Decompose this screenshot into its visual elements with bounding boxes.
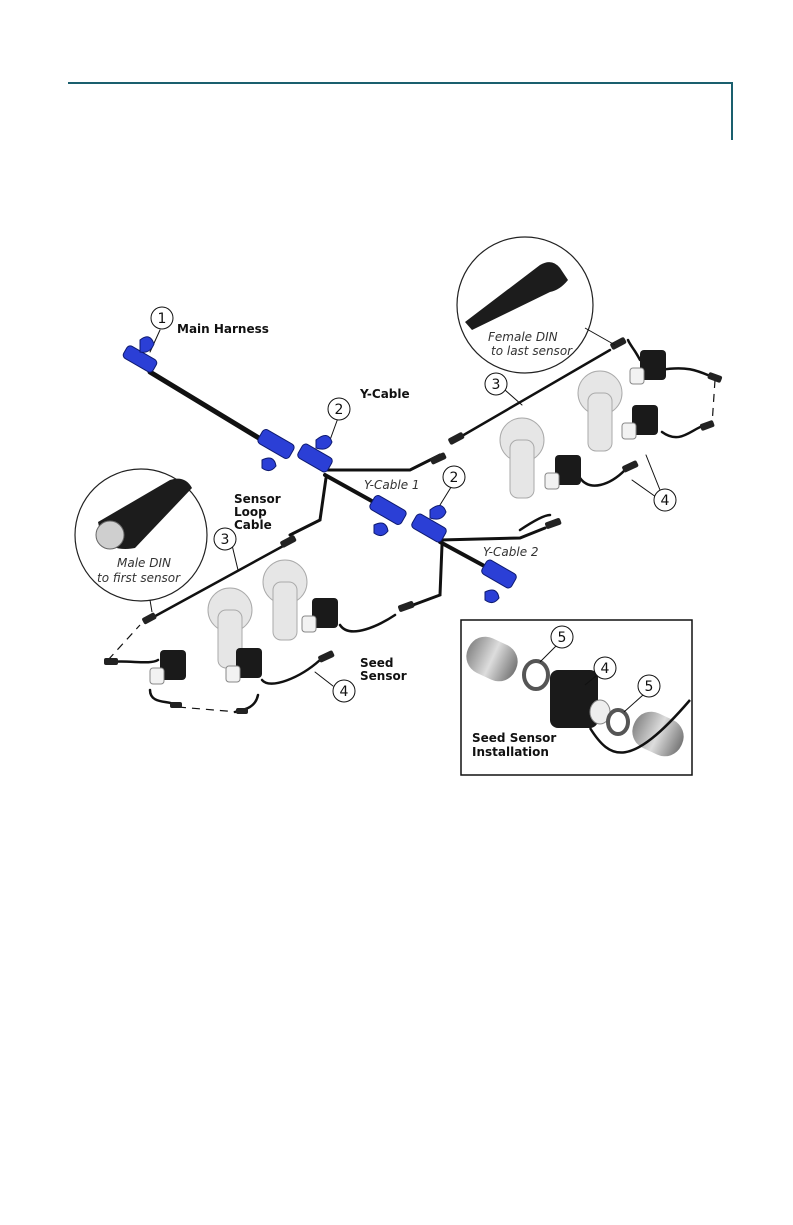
y-cable-1-label: Y-Cable 1 [364, 478, 420, 492]
leader-2a [330, 418, 338, 440]
seed-sensor-collar [302, 616, 316, 632]
y-cable-2-branch-up [440, 528, 545, 540]
seed-tube-body [588, 393, 612, 451]
sensor-loop-cable-label-line1: Sensor [234, 492, 281, 506]
seed-sensor-collar [630, 368, 644, 384]
seed-sensor-label-line1: Seed [360, 656, 394, 670]
main-harness-label: Main Harness [177, 322, 269, 336]
main-harness-cap [140, 337, 154, 353]
seed-tube [578, 371, 622, 451]
male-din-face [96, 521, 124, 549]
seed-sensor [630, 350, 666, 384]
main-harness-cable [150, 372, 272, 446]
callout-4a: 4 [340, 684, 349, 700]
seed-sensor-label-line2: Sensor [360, 669, 407, 683]
leader-4c [646, 455, 660, 490]
seed-tube [500, 418, 544, 498]
callout-2a: 2 [335, 402, 344, 418]
male-din-detail: Male DIN to first sensor [75, 469, 207, 612]
male-din-label-line1: Male DIN [117, 556, 171, 570]
female-din-label-line2: to last sensor [491, 344, 573, 358]
loop-return-left [108, 625, 140, 660]
sensor-pigtail-f [580, 470, 625, 486]
seed-tube [263, 560, 307, 640]
inset-title-line2: Installation [472, 745, 549, 759]
y-cable-label: Y-Cable [359, 387, 410, 401]
seed-tube-body [510, 440, 534, 498]
leader-3b [505, 390, 522, 405]
y-cable-cap [316, 435, 332, 449]
inline-connector [104, 658, 118, 665]
inline-connector [448, 432, 465, 446]
inline-connector [429, 452, 446, 465]
inline-connector [280, 535, 297, 549]
main-harness-end-cap [262, 458, 276, 471]
seed-sensor [150, 650, 186, 684]
seed-sensor-installation-inset: Seed Sensor Installation [460, 620, 692, 775]
sensor-pigtail-j [628, 340, 640, 360]
inset-sensor-body [550, 670, 598, 728]
inline-connector [699, 420, 715, 431]
sensor-pigtail-i [660, 368, 715, 378]
sensor-loop-cable-label-line3: Cable [234, 518, 272, 532]
callout-3a: 3 [221, 532, 230, 548]
callout-2b: 2 [450, 470, 459, 486]
inline-connector [621, 460, 638, 473]
seed-sensor-collar [545, 473, 559, 489]
y-cable-1-cap [374, 523, 388, 536]
sensor-pigtail-e [340, 615, 395, 631]
y-cable-2-label: Y-Cable 2 [483, 545, 539, 559]
y-cable-1-plug [368, 494, 407, 526]
leader-4b [632, 480, 656, 497]
y-cable-1-branch-down [290, 478, 326, 535]
y-cable-2-end-plug [480, 559, 517, 590]
y-cable-1-branch-up [325, 455, 440, 470]
callout-4b: 4 [661, 493, 670, 509]
leader-4a [315, 672, 333, 686]
seed-sensor [545, 455, 581, 489]
male-din-leader [150, 600, 152, 612]
female-din-detail: Female DIN to last sensor [457, 237, 615, 373]
female-din-label-line1: Female DIN [488, 330, 558, 344]
callout-4c: 4 [601, 661, 610, 677]
seed-sensor-collar [150, 668, 164, 684]
main-harness-end-plug [256, 428, 295, 460]
y-cable-2-end-cap [485, 590, 499, 603]
sensor-pigtail-h [662, 425, 705, 437]
inline-connector [397, 600, 414, 612]
y-cable-2-trunk [440, 542, 488, 568]
seed-sensor-collar [226, 666, 240, 682]
callout-3b: 3 [492, 377, 501, 393]
seed-sensor-collar [622, 423, 636, 439]
y-cable-2-branch-down [405, 545, 442, 608]
inline-connector [170, 702, 182, 708]
sensor-loop-cable-label-line2: Loop [234, 505, 267, 519]
loop-return-bottom [178, 707, 238, 712]
y-cable-2-cap [430, 505, 446, 519]
callout-5a: 5 [558, 630, 567, 646]
seed-sensor [302, 598, 338, 632]
inline-connector [141, 612, 157, 625]
inline-connector [236, 708, 248, 714]
leader-3a [232, 545, 238, 570]
inline-connector [317, 650, 334, 663]
callout-5b: 5 [645, 679, 654, 695]
inset-title-line1: Seed Sensor [472, 731, 556, 745]
sensor-pigtail-c [262, 660, 320, 684]
loop-return-right [712, 380, 715, 425]
male-din-label-line2: to first sensor [97, 571, 181, 585]
seed-tube-body [273, 582, 297, 640]
female-din-leader [585, 328, 615, 345]
seed-sensor [622, 405, 658, 439]
callout-1: 1 [158, 311, 167, 327]
inline-connector [544, 517, 561, 529]
